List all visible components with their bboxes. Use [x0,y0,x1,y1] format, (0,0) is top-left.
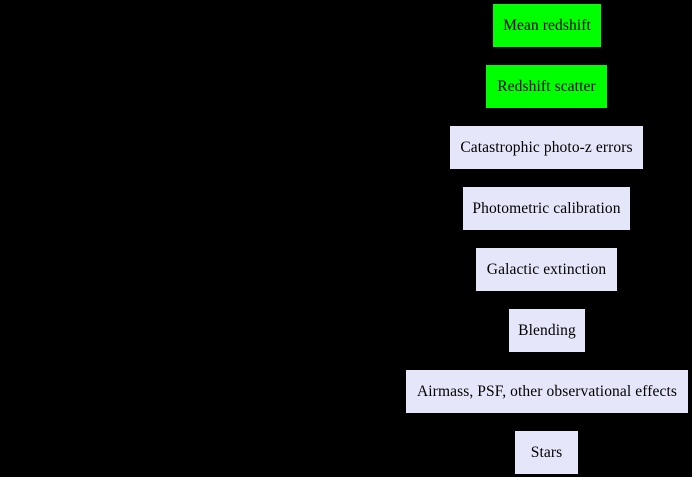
errorbar-marker-airmass-psf-other-observational-effects [420,359,440,365]
errorbar-marker-catastrophic-photoz-errors [443,163,454,166]
errorbar-marker-blending [502,320,506,334]
errorbar-marker-galactic-extinction [470,255,481,258]
label-text-stars: Stars [530,443,563,461]
label-text-mean-redshift: Mean redshift [503,16,591,34]
label-box-stars: Stars [515,431,578,474]
errorbar-marker-stars [507,451,517,454]
label-box-galactic-extinction: Galactic extinction [476,248,617,291]
label-text-blending: Blending [518,321,576,339]
label-box-blending: Blending [509,309,585,352]
label-text-galactic-extinction: Galactic extinction [486,260,607,278]
label-text-photometric-calibration: Photometric calibration [472,199,621,217]
errorbar-marker-redshift-scatter [478,96,488,99]
label-box-airmass-psf-other-observational-effects: Airmass, PSF, other observational effect… [406,370,688,413]
errorbar-marker-galactic-extinction [470,279,481,282]
label-text-catastrophic-photoz-errors: Catastrophic photo-z errors [460,138,633,156]
label-box-catastrophic-photoz-errors: Catastrophic photo-z errors [450,126,643,169]
errorbar-marker-photometric-calibration [458,199,461,210]
errorbar-marker-photometric-calibration [455,218,466,221]
label-box-mean-redshift: Mean redshift [493,4,601,47]
label-text-airmass-psf-other-observational-effects: Airmass, PSF, other observational effect… [416,382,677,400]
label-text-redshift-scatter: Redshift scatter [497,77,596,95]
errorbar-marker-mean-redshift [487,24,496,26]
label-box-photometric-calibration: Photometric calibration [463,187,630,230]
label-box-redshift-scatter: Redshift scatter [486,65,607,108]
